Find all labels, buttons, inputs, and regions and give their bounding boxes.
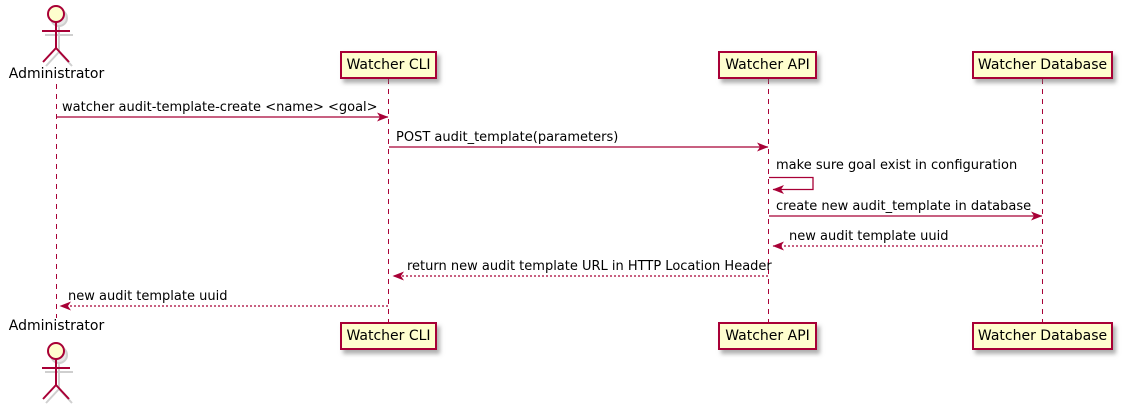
participant-watcher-database-top: Watcher Database: [972, 51, 1113, 79]
participant-watcher-api-bottom: Watcher API: [718, 322, 817, 350]
message-label-2: POST audit_template(parameters): [396, 130, 619, 145]
message-label-6: return new audit template URL in HTTP Lo…: [407, 259, 772, 274]
message-label-3: make sure goal exist in configuration: [776, 158, 1018, 173]
actor-icon-bottom: [42, 342, 73, 404]
actor-icon-top: [42, 5, 73, 67]
lifelines: [56, 79, 1043, 322]
participant-watcher-api-top: Watcher API: [718, 51, 817, 79]
actor-label-administrator-top: Administrator: [8, 66, 105, 82]
message-label-1: watcher audit-template-create <name> <go…: [62, 100, 378, 115]
participant-watcher-database-bottom: Watcher Database: [972, 322, 1113, 350]
message-label-4: create new audit_template in database: [776, 199, 1032, 214]
message-arrows: [56, 112, 1043, 311]
actor-label-administrator-bottom: Administrator: [8, 318, 105, 334]
participant-watcher-cli-top: Watcher CLI: [340, 51, 437, 79]
message-label-5: new audit template uuid: [789, 229, 949, 244]
participant-watcher-cli-bottom: Watcher CLI: [340, 322, 437, 350]
message-label-7: new audit template uuid: [68, 289, 228, 304]
arrow-msg-3-self: [769, 176, 814, 194]
